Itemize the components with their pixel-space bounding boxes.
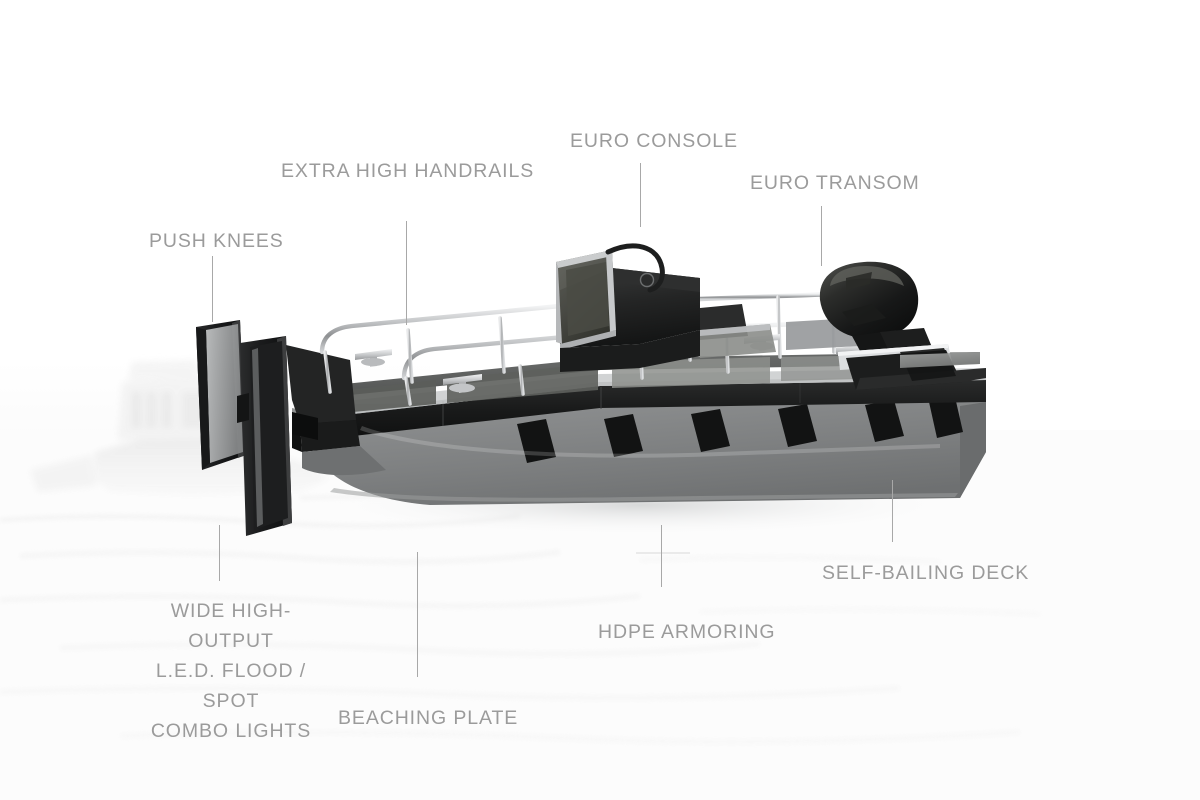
scupper-slots — [517, 397, 963, 463]
callout-label-hdpe-armoring: HDPE ARMORING — [598, 621, 776, 643]
leader-line-euro-console — [640, 163, 641, 227]
leader-line-lights — [219, 525, 220, 581]
aft-deck-structures — [700, 318, 860, 358]
callout-label-beaching-plate: BEACHING PLATE — [338, 707, 519, 729]
callout-label-euro-console: EURO CONSOLE — [570, 130, 738, 152]
callout-label-lights-line-3: COMBO LIGHTS — [150, 720, 312, 742]
callout-label-extra-high-handrails: EXTRA HIGH HANDRAILS — [281, 160, 535, 182]
handrail-stanchions — [323, 292, 836, 406]
hdpe-armoring-band — [292, 380, 986, 440]
leader-line-euro-transom — [821, 206, 822, 266]
outboard-motor — [819, 261, 952, 370]
handrail-assembly — [319, 291, 839, 381]
side-deck-panels — [330, 355, 900, 414]
euro-transom — [846, 348, 986, 390]
euro-console — [556, 243, 748, 372]
leader-line-push-knees — [212, 256, 213, 322]
beaching-plate — [302, 446, 386, 476]
callout-label-euro-transom: EURO TRANSOM — [750, 172, 920, 194]
leader-line-extra-high-handrails — [406, 221, 407, 325]
deck-cleats — [355, 334, 874, 393]
callout-label-lights-line-1: WIDE HIGH-OUTPUT — [170, 600, 292, 652]
leader-line-self-bailing-deck — [892, 480, 893, 542]
leader-line-beaching-plate — [417, 552, 418, 677]
callout-label-lights-line-2: L.E.D. FLOOD / SPOT — [155, 660, 307, 712]
push-knees-assembly — [196, 320, 292, 536]
callout-label-self-bailing-deck: SELF-BAILING DECK — [822, 562, 1030, 584]
leader-line-hdpe-armoring — [661, 525, 662, 587]
callout-label-push-knees: PUSH KNEES — [149, 230, 284, 252]
callout-label-lights: WIDE HIGH-OUTPUT L.E.D. FLOOD / SPOT COM… — [136, 596, 326, 746]
